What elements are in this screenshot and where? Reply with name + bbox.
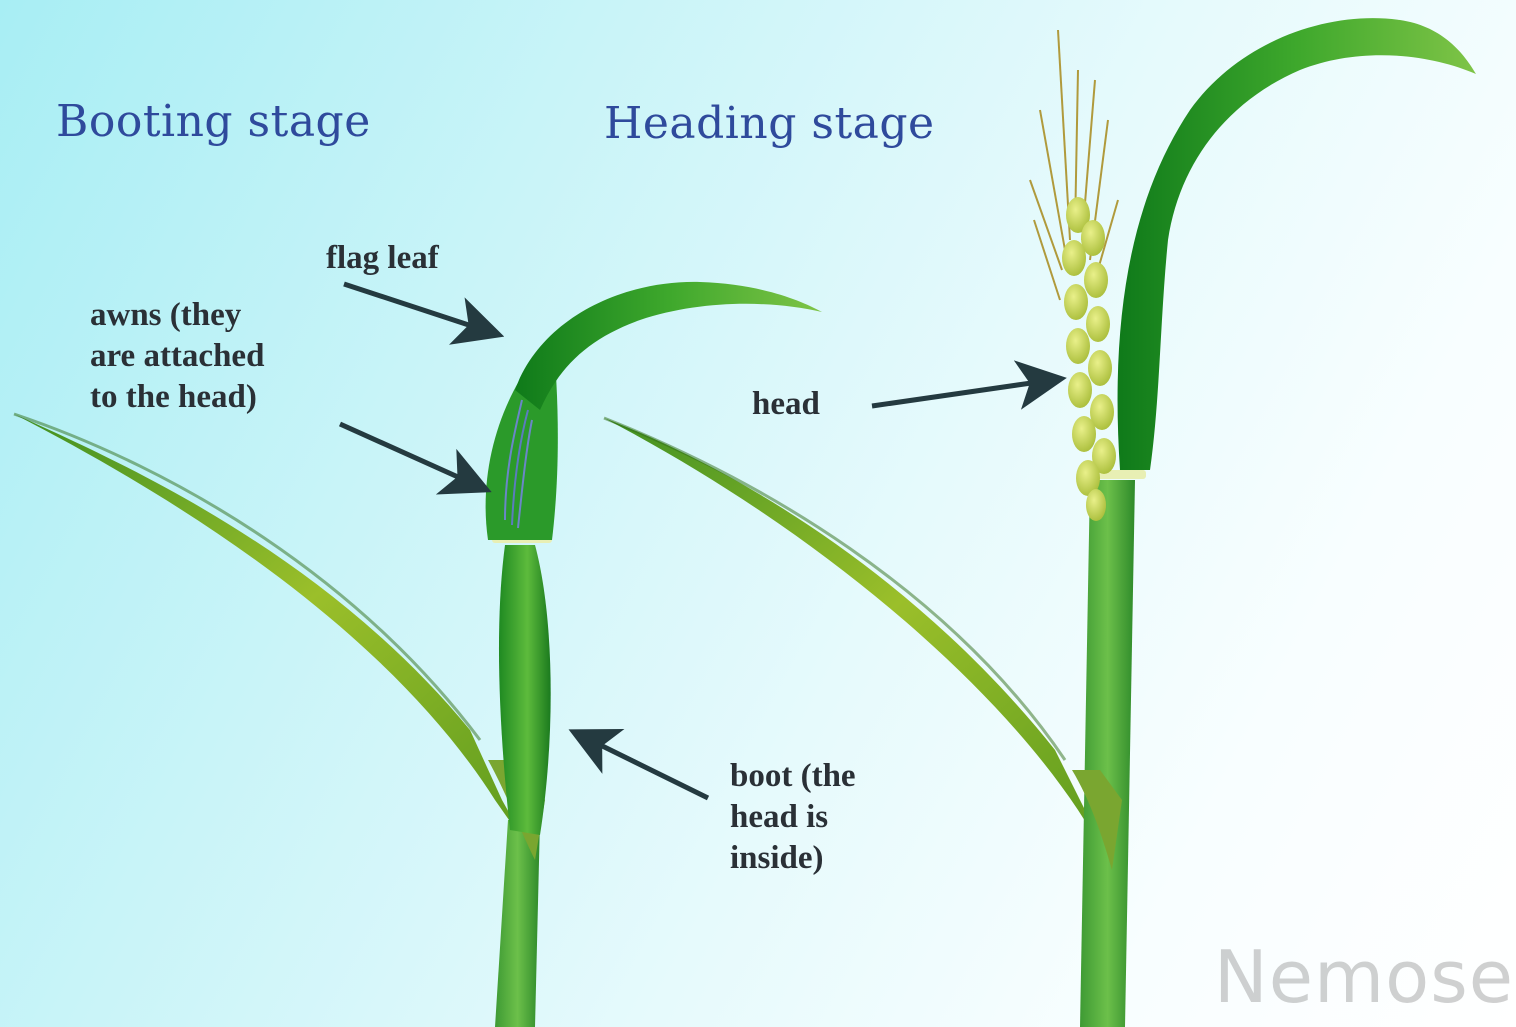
awns-label: awns (they are attached to the head) bbox=[90, 295, 264, 418]
flag-leaf-arrow bbox=[344, 284, 490, 332]
heading-stem bbox=[1080, 480, 1135, 1027]
awns-arrow bbox=[340, 424, 478, 486]
heading-lower-leaf bbox=[604, 418, 1110, 860]
boot-arrow bbox=[582, 736, 708, 798]
booting-lower-leaf bbox=[14, 414, 530, 850]
heading-stage-title: Heading stage bbox=[604, 98, 935, 149]
head-label: head bbox=[752, 384, 820, 425]
watermark: Nemose bbox=[1214, 935, 1514, 1019]
boot bbox=[499, 545, 551, 835]
boot-label: boot (the head is inside) bbox=[730, 756, 856, 879]
flag-leaf-label: flag leaf bbox=[326, 238, 439, 279]
head-arrow bbox=[872, 380, 1052, 406]
heading-flag-leaf bbox=[1118, 18, 1476, 470]
booting-stage-title: Booting stage bbox=[56, 96, 371, 147]
wheat-head bbox=[1062, 197, 1116, 521]
